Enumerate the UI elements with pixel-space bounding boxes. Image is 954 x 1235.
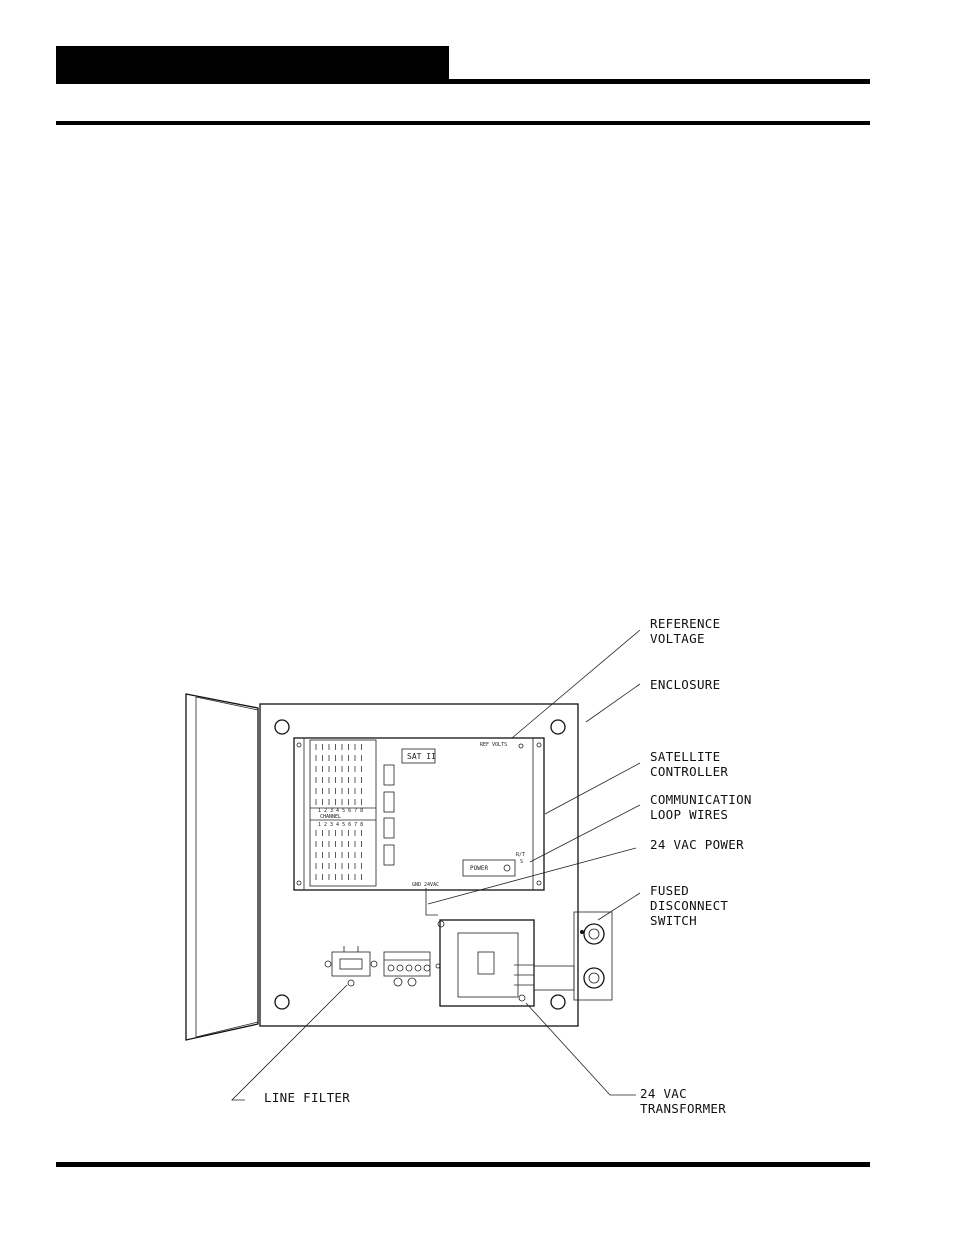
callout-line-filter: LINE FILTER	[264, 1090, 350, 1105]
callout-fused-2: DISCONNECT	[650, 898, 728, 913]
callout-transformer-2: TRANSFORMER	[640, 1101, 726, 1116]
ref-volts-label: REF VOLTS	[480, 742, 507, 748]
footer-rule	[56, 1162, 870, 1167]
header-subrule	[56, 121, 870, 125]
power-label: POWER	[470, 865, 488, 872]
vac-power-wire	[425, 888, 438, 916]
channel-numbers-bottom: 1 2 3 4 5 6 7 8	[318, 822, 363, 828]
callout-communication-loop-2: LOOP WIRES	[650, 807, 728, 822]
header-tab	[56, 46, 449, 79]
callout-fused-1: FUSED	[650, 883, 689, 898]
fused-disconnect-switch	[573, 911, 613, 1001]
callout-transformer-1: 24 VAC	[640, 1086, 687, 1101]
line-filter	[324, 946, 378, 987]
loop-terminal-top: R/T	[516, 852, 525, 858]
enclosure-door	[185, 693, 259, 1041]
callout-enclosure: ENCLOSURE	[650, 677, 720, 692]
callout-reference-voltage-2: VOLTAGE	[650, 631, 705, 646]
loop-terminal-bottom: S	[520, 859, 523, 865]
channel-numbers-top: 1 2 3 4 5 6 7 8	[318, 808, 363, 814]
callout-reference-voltage-1: REFERENCE	[650, 616, 720, 631]
terminal-strip	[383, 951, 441, 987]
header-rule	[56, 79, 870, 84]
callout-satellite-controller-1: SATELLITE	[650, 749, 720, 764]
satellite-controller-board: 1 2 3 4 5 6 7 8 CHANNEL 1 2 3 4 5 6 7 8 …	[293, 737, 545, 891]
channel-label: CHANNEL	[320, 814, 341, 820]
sat-label: SAT II	[407, 752, 436, 761]
callout-communication-loop-1: COMMUNICATION	[650, 792, 752, 807]
leader-lines	[231, 629, 641, 1101]
bottom-terminal-label: GND 24VAC	[412, 882, 439, 888]
callout-fused-3: SWITCH	[650, 913, 697, 928]
callout-vac-power: 24 VAC POWER	[650, 837, 744, 852]
vac-transformer	[437, 919, 575, 1007]
callout-satellite-controller-2: CONTROLLER	[650, 764, 728, 779]
enclosure-box	[259, 703, 579, 1027]
